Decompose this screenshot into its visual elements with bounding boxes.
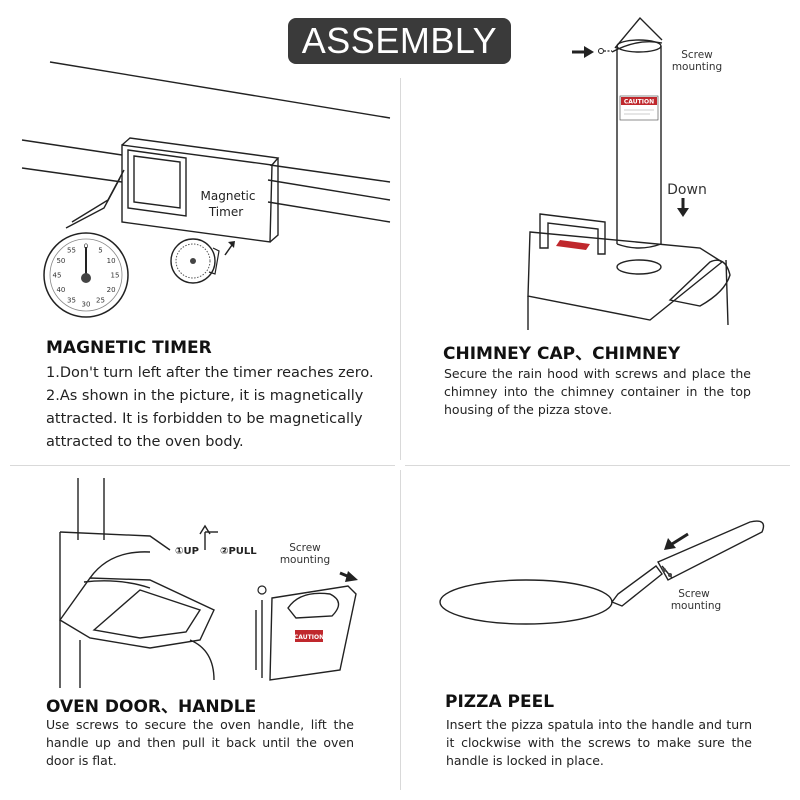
- device-label-line2: Timer: [208, 205, 243, 219]
- magnetic-timer-line-2: 2.As shown in the picture, it is magneti…: [46, 388, 364, 404]
- pizza-peel-illustration: Screw mounting: [439, 520, 765, 625]
- magnetic-timer-text: 1.Don't turn left after the timer reache…: [46, 362, 376, 454]
- dial-number: 50: [56, 257, 65, 265]
- screw-icon: [662, 568, 672, 577]
- oven-door-text: Use screws to secure the oven handle, li…: [46, 717, 354, 768]
- oven-step2-label: ②PULL: [220, 546, 257, 557]
- dial-number: 20: [107, 286, 116, 294]
- magnetic-timer-title: MAGNETIC TIMER: [46, 338, 212, 358]
- dial-number: 40: [56, 286, 65, 294]
- peel-screw-label-line1: Screw: [678, 588, 710, 600]
- oven-caution-label: CAUTION: [294, 634, 324, 641]
- oven-screw-label-line2: mounting: [280, 554, 330, 566]
- timer-small-icon: [170, 238, 220, 284]
- chimney-screw-label-line1: Screw: [681, 49, 713, 61]
- magnetic-timer-line-1: 1.Don't turn left after the timer reache…: [46, 365, 374, 381]
- magnetic-timer-line-4: attracted to the oven body.: [46, 434, 244, 450]
- dial-number: 35: [67, 297, 76, 305]
- oven-door-illustration: ①UP ②PULL Screw mounting CAUTION: [58, 478, 358, 688]
- oven-screw-arrow-icon: [339, 571, 358, 582]
- dial-number: 30: [82, 301, 91, 309]
- magnetic-timer-line-3: attracted. It is forbidden to be magneti…: [46, 411, 363, 427]
- oven-screw-label-line1: Screw: [289, 542, 321, 554]
- peel-insert-arrow-icon: [664, 532, 689, 550]
- down-arrow-icon: [677, 198, 689, 217]
- attach-arrow-icon: [224, 241, 235, 256]
- pizza-peel-text: Insert the pizza spatula into the handle…: [446, 717, 752, 768]
- peel-screw-label-line2: mounting: [671, 600, 721, 612]
- oven-step1-label: ①UP: [175, 546, 199, 557]
- dial-number: 55: [67, 246, 76, 254]
- dial-number: 15: [111, 272, 120, 280]
- vertical-divider-top: [400, 78, 401, 460]
- dial-number: 5: [98, 246, 102, 254]
- oven-door-title: OVEN DOOR、HANDLE: [46, 697, 257, 717]
- dial-number: 10: [107, 257, 116, 265]
- up-pull-arrow-icon: [199, 524, 218, 550]
- dial-number: 25: [96, 297, 105, 305]
- device-label-line1: Magnetic: [201, 189, 256, 203]
- page-title: ASSEMBLY: [288, 18, 511, 64]
- chimney-down-label: Down: [667, 182, 707, 198]
- vertical-divider-bottom: [400, 470, 401, 790]
- chimney-illustration: CAUTION Screw mounting Down: [527, 16, 731, 330]
- horizontal-divider-right: [405, 465, 790, 466]
- horizontal-divider-left: [10, 465, 395, 466]
- chimney-text: Secure the rain hood with screws and pla…: [444, 366, 751, 417]
- dial-number: 45: [53, 272, 62, 280]
- screw-arrow-icon: [572, 46, 612, 58]
- dial-number: 0: [84, 243, 88, 251]
- pizza-peel-title: PIZZA PEEL: [445, 692, 555, 712]
- chimney-screw-label-line2: mounting: [672, 61, 722, 73]
- chimney-caution-label: CAUTION: [624, 99, 654, 106]
- chimney-title: CHIMNEY CAP、CHIMNEY: [443, 344, 681, 364]
